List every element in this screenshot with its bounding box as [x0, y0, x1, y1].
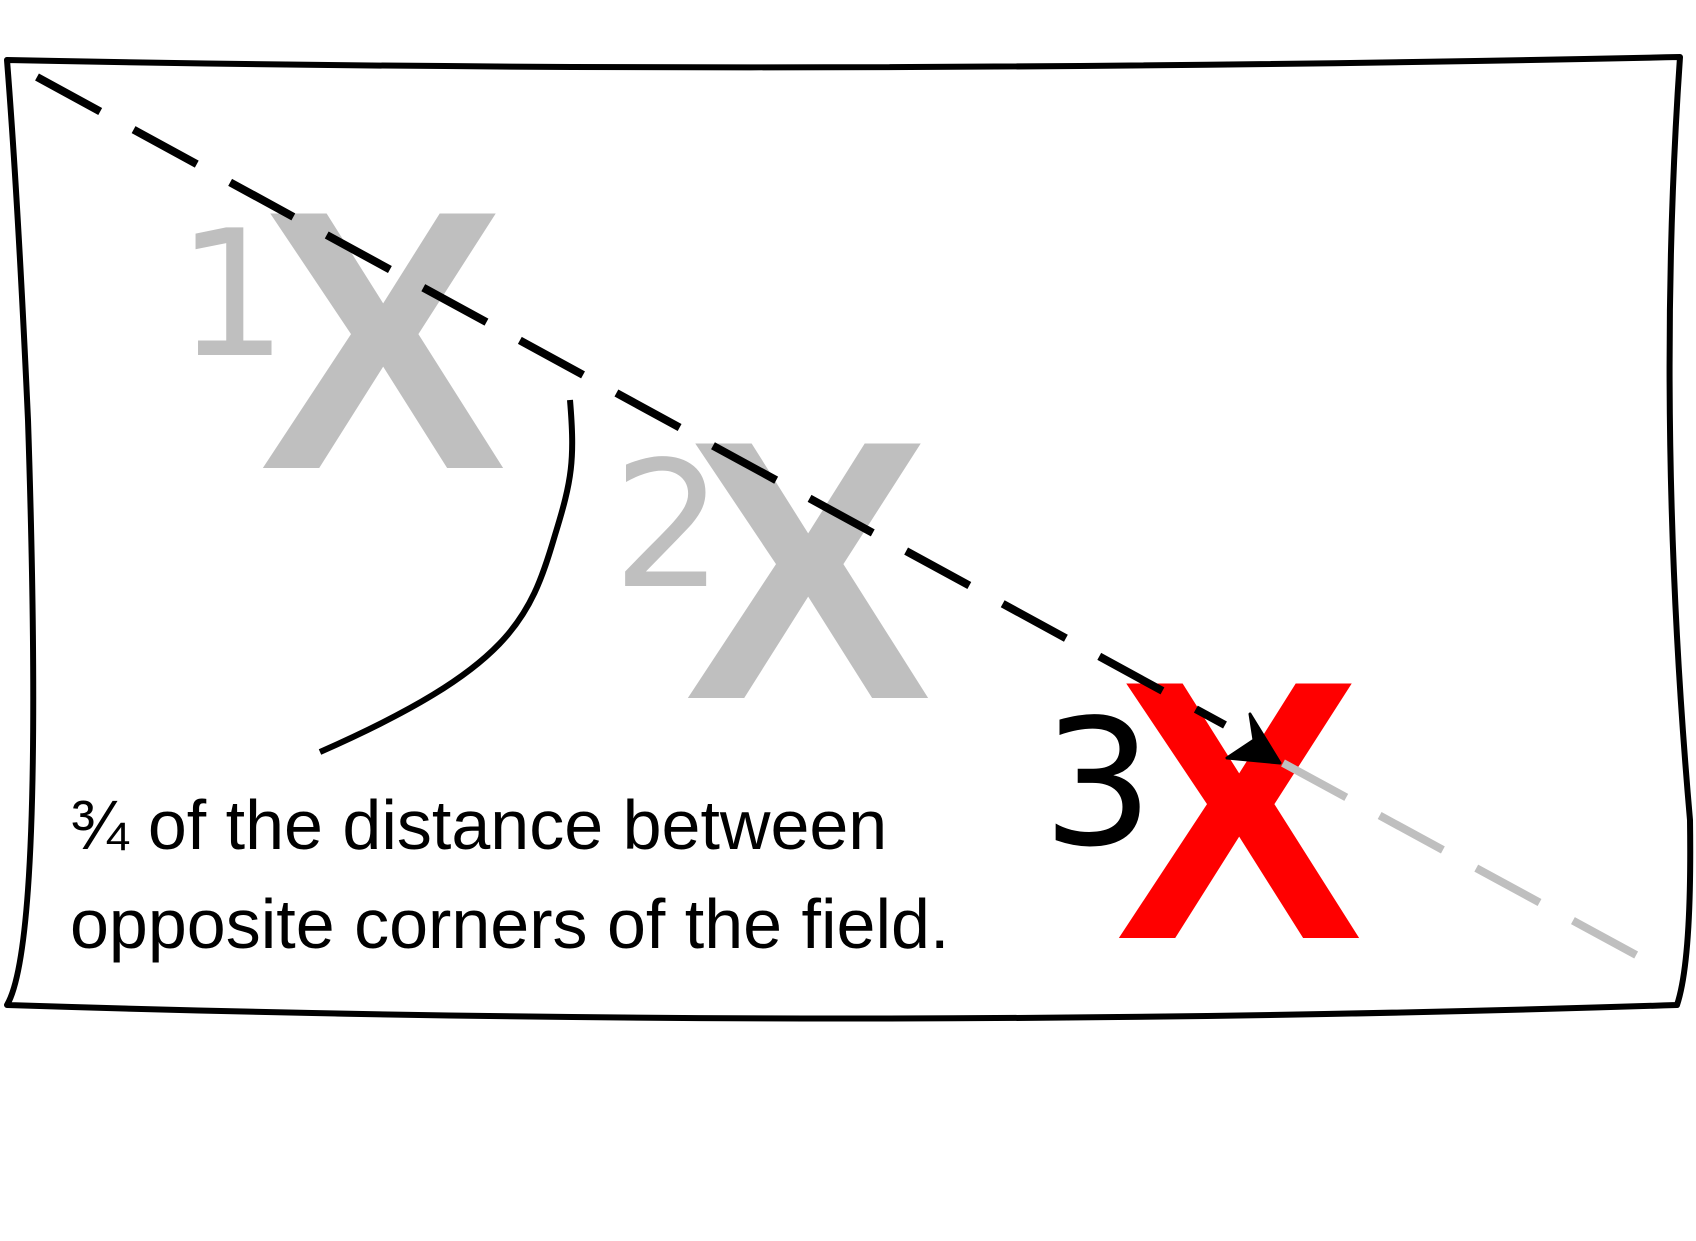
diagonal-path-travelled	[35, 73, 1227, 729]
marker-1-number: 1	[176, 194, 287, 397]
marker-1-x: X	[260, 134, 509, 547]
caption-line-2: opposite corners of the field.	[70, 885, 949, 963]
caption-line-1: ¾ of the distance between	[70, 786, 887, 864]
arrow-head	[1225, 712, 1282, 765]
field-outline	[4, 54, 1694, 1022]
marker-2-number: 2	[612, 425, 723, 628]
marker-2-x: X	[685, 364, 934, 777]
marker-3-number: 3	[1042, 683, 1153, 886]
callout-pointer	[318, 399, 576, 755]
marker-3-x: X	[1116, 604, 1365, 1017]
diagonal-path-remaining	[1281, 759, 1662, 972]
